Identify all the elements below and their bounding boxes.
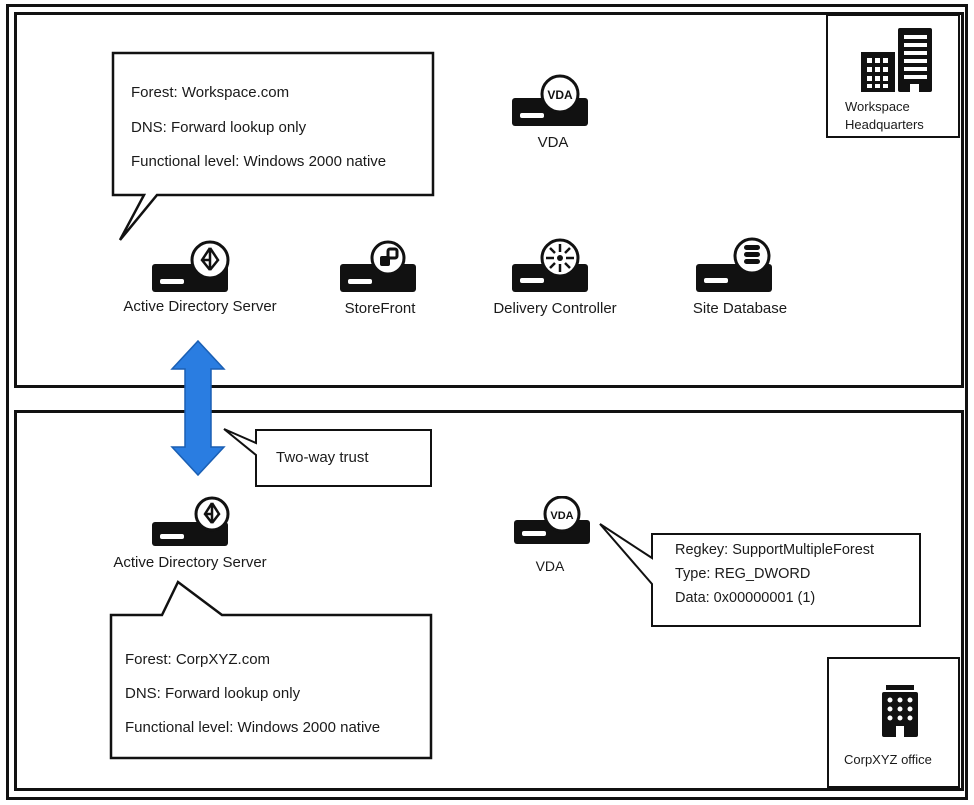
active-directory-server-icon bbox=[152, 240, 230, 292]
hq-active-directory-server[interactable] bbox=[150, 240, 230, 300]
corp-location-label: CorpXYZ office bbox=[844, 752, 932, 767]
hq-vda-server[interactable]: VDA bbox=[510, 74, 590, 134]
svg-text:VDA: VDA bbox=[547, 88, 573, 102]
office-buildings-icon bbox=[861, 28, 932, 92]
svg-text:VDA: VDA bbox=[550, 510, 573, 522]
headquarters-label-line2: Headquarters bbox=[845, 117, 924, 132]
corp-forest-text: Forest: CorpXYZ.com bbox=[125, 651, 271, 668]
active-directory-server-icon bbox=[152, 496, 230, 546]
headquarters-location-box: Workspace Headquarters bbox=[826, 14, 960, 138]
trust-label: Two-way trust bbox=[276, 449, 369, 466]
double-arrow-icon bbox=[170, 339, 226, 477]
storefront-label: StoreFront bbox=[344, 300, 416, 317]
vda-server-icon: VDA bbox=[512, 74, 588, 126]
delivery-controller-server-icon bbox=[512, 238, 588, 292]
delivery-controller-label: Delivery Controller bbox=[493, 300, 617, 317]
trust-callout: Two-way trust bbox=[222, 427, 434, 489]
vda-regkey-callout: Regkey: SupportMultipleForest Type: REG_… bbox=[598, 522, 924, 628]
corp-ad-callout: Forest: CorpXYZ.com DNS: Forward lookup … bbox=[109, 580, 433, 760]
corpxyz-location-box: CorpXYZ office bbox=[827, 657, 960, 788]
corp-level-text: Functional level: Windows 2000 native bbox=[125, 719, 381, 736]
regkey-data-text: Data: 0x00000001 (1) bbox=[675, 590, 816, 606]
hq-vda-label: VDA bbox=[537, 134, 569, 151]
delivery-controller-server[interactable] bbox=[512, 236, 592, 296]
hq-ad-label: Active Directory Server bbox=[123, 298, 277, 315]
storefront-server-icon bbox=[340, 240, 416, 292]
corp-dns-text: DNS: Forward lookup only bbox=[125, 685, 301, 702]
site-database-server[interactable] bbox=[694, 236, 774, 296]
corp-ad-label: Active Directory Server bbox=[113, 554, 267, 571]
corp-active-directory-server[interactable] bbox=[150, 496, 230, 556]
hq-ad-callout: Forest: Workspace.com DNS: Forward looku… bbox=[111, 51, 435, 242]
regkey-type-text: Type: REG_DWORD bbox=[675, 566, 811, 582]
diagram-frame bbox=[6, 4, 968, 800]
hq-dns-text: DNS: Forward lookup only bbox=[131, 119, 307, 136]
site-database-label: Site Database bbox=[692, 300, 788, 317]
corp-vda-server[interactable]: VDA bbox=[512, 496, 592, 556]
workspace-headquarters-zone bbox=[14, 12, 964, 388]
database-server-icon bbox=[696, 237, 772, 292]
hq-forest-text: Forest: Workspace.com bbox=[131, 84, 290, 101]
storefront-server[interactable] bbox=[338, 240, 418, 300]
office-building-icon bbox=[882, 685, 918, 737]
vda-server-icon: VDA bbox=[514, 496, 590, 544]
headquarters-label-line1: Workspace bbox=[845, 99, 910, 114]
hq-level-text: Functional level: Windows 2000 native bbox=[131, 153, 387, 170]
corp-vda-label: VDA bbox=[535, 558, 565, 574]
regkey-text: Regkey: SupportMultipleForest bbox=[675, 542, 875, 558]
